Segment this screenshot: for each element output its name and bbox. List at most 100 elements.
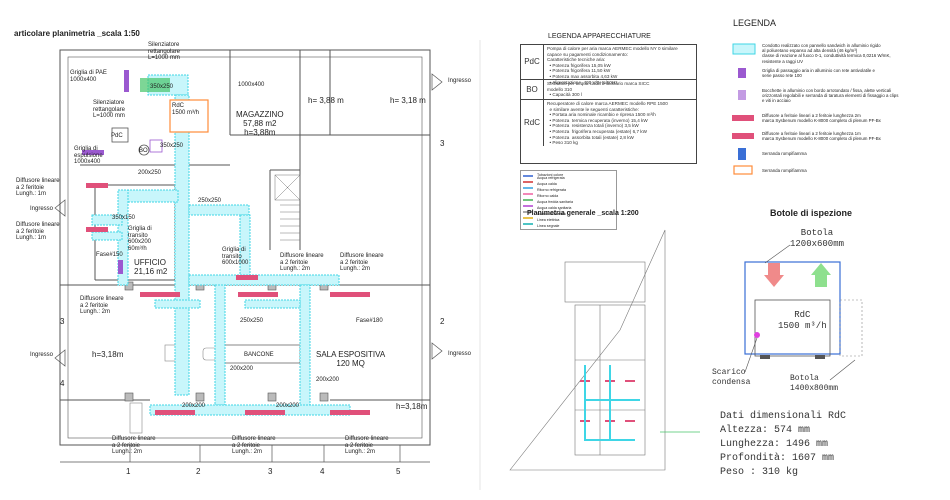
diffusers: [86, 183, 370, 415]
label-duct-250x250-r: 250x250: [198, 198, 222, 204]
table-row: PdC Pompa di calore per aria marca AERME…: [521, 45, 696, 85]
mini-legend: Tubazioni colore Acqua refrigerata Acqua…: [520, 170, 617, 230]
label-duct-200x200-b: 200x200: [316, 377, 340, 383]
legenda-title: LEGENDA: [733, 18, 777, 28]
mini-legend-lines: [523, 175, 533, 225]
label-sala: SALA ESPOSITIVA 120 MQ: [316, 350, 386, 368]
label-fase180: Fase#180: [356, 318, 383, 324]
grilles: [82, 70, 129, 274]
staircase: [274, 174, 301, 241]
label-diffusore-r: Diffusore lineare a 2 feritoie Lungh.: 2…: [340, 253, 384, 272]
botola-bottom-label: Botola 1400x800mm: [790, 374, 839, 393]
row-desc: Pompa di calore per aria marca AERMEC mo…: [547, 46, 678, 85]
label-griglia-pae: Griglia di PAE 1000x400: [70, 70, 107, 83]
label-duct-250x250-b: 250x250: [240, 318, 264, 324]
botole-title: Botole di ispezione: [770, 208, 853, 218]
label-griglia-transito-left: Griglia di transito 600x200 60m³/h: [128, 226, 152, 252]
label-magazzino: MAGAZZINO 57,88 m2 h=3,88m: [236, 110, 284, 137]
label-rdc-plan: RdC 1500 m³/h: [172, 103, 200, 116]
label-bancone: BANCONE: [244, 352, 274, 358]
row-code: PdC: [521, 45, 544, 79]
plan-title: articolare planimetria _scala 1:50: [14, 29, 140, 38]
mini-legend-item: Ritorno calda: [537, 194, 559, 198]
legenda-item: Serranda rompifiamma: [762, 151, 807, 156]
mini-legend-item: Ritorno refrigerata: [537, 188, 566, 192]
dati-altezza: Altezza: 574 mm: [720, 425, 811, 436]
label-griglia-espulsione: Griglia di espulsione 1000x400: [74, 146, 103, 165]
label-ingresso-right2: Ingresso: [448, 351, 472, 357]
label-silenziatore-left: Silenziatore rettangolare L=1000 mm: [93, 100, 126, 119]
axis-label-l3: 3: [60, 317, 65, 326]
mini-legend-item: Acqua calda sanitaria: [537, 206, 572, 210]
axis-label-2: 2: [196, 467, 201, 476]
label-duct-1000x400: 1000x400: [238, 82, 265, 88]
apparecchiature-title: LEGENDA APPARECCHIATURE: [548, 33, 651, 40]
mini-legend-item: Tubazioni colore: [537, 173, 564, 177]
label-duct-200x200-c: 200x200: [182, 403, 206, 409]
axis-label-l4: 4: [60, 379, 65, 388]
label-diffusore-b1: Diffusore lineare a 2 feritoie Lungh.: 2…: [112, 436, 156, 455]
label-bo: BO: [139, 148, 148, 154]
botole-rdc-label: RdC 1500 m³/h: [778, 310, 827, 331]
axis-label-1: 1: [126, 467, 131, 476]
label-duct-350x250-mid: 350x250: [160, 143, 184, 149]
label-duct-350x250-top: 350x250: [150, 84, 174, 90]
row-code: BO: [521, 80, 544, 100]
axis-label-4: 4: [320, 467, 325, 476]
label-h388: h= 3,88 m: [308, 96, 344, 105]
label-duct-200x200-d: 200x200: [276, 403, 300, 409]
row-desc: Serbatoio per acqua calda a sanitario ma…: [547, 81, 650, 98]
row-code: RdC: [521, 100, 544, 146]
botole-diagram: [744, 244, 863, 381]
scarico-label: Scarico condensa: [712, 368, 751, 387]
mini-legend-item: Acqua calda: [537, 182, 557, 186]
legenda-item: Diffusore a feritoie lineari a 2 feritoi…: [762, 113, 881, 124]
generale-plan: [509, 229, 666, 471]
label-diffusore-b3: Diffusore lineare a 2 feritoie Lungh.: 2…: [345, 436, 389, 455]
mini-legend-item: Acqua refrigerata: [537, 176, 565, 180]
label-duct-200x200-a: 200x200: [230, 366, 254, 372]
label-ufficio: UFFICIO 21,16 m2: [134, 258, 168, 276]
label-h318-left: h=3,18m: [92, 350, 124, 359]
row-desc: Recuperatore di calore marca AERMEC mode…: [547, 101, 668, 146]
dati-title: Dati dimensionali RdC: [720, 411, 847, 422]
generale-title: Planimetria generale _scala 1:200: [527, 210, 639, 217]
label-diffusore-left2: Diffusore lineare a 2 feritoie Lungh.: 1…: [16, 222, 60, 241]
plan-columns: [124, 281, 329, 402]
mini-legend-item: Linea elettrica: [537, 218, 560, 222]
generale-ducts: [584, 365, 640, 441]
label-griglia-transito-mid: Griglia di transito 600x1000: [222, 247, 249, 266]
botola-top-label: Botola 1200x600mm: [790, 228, 845, 249]
label-duct-200x250: 200x250: [138, 170, 162, 176]
legenda-item: Diffusore a feritoie lineari a 2 feritoi…: [762, 131, 881, 142]
label-pdc: PdC: [111, 133, 123, 139]
label-diffusore-ufficio: Diffusore lineare a 2 feritoie Lungh.: 2…: [80, 296, 124, 315]
dati-lunghezza: Lunghezza: 1496 mm: [720, 439, 829, 450]
furniture: [129, 344, 218, 434]
label-diffusore-mid: Diffusore lineare a 2 feritoie Lungh.: 2…: [280, 253, 324, 272]
dati-profondita: Profondità: 1607 mm: [720, 453, 835, 464]
legenda-item: Griglia di passaggio aria in alluminio c…: [762, 68, 875, 79]
axis-label-r2: 2: [440, 317, 445, 326]
legenda-item: Serranda rompifiamma: [762, 168, 807, 173]
axis-label-3: 3: [268, 467, 273, 476]
label-fase150: Fase#150: [96, 252, 123, 258]
label-duct-350x150: 350x150: [112, 215, 136, 221]
legenda-item: Condotto realizzato con pannello sandwic…: [762, 43, 891, 64]
mini-legend-item: Scarico condensa: [537, 212, 566, 216]
axis-label-r3: 3: [440, 139, 445, 148]
legend-icons: [732, 43, 756, 175]
label-diffusore-left1: Diffusore lineare a 2 feritoie Lungh.: 1…: [16, 178, 60, 197]
mini-legend-item: Linea segnale: [537, 224, 560, 228]
label-silenziatore-top: Silenziatore rettangolare L=1000 mm: [148, 42, 181, 61]
label-ingresso-left2: Ingresso: [30, 352, 54, 358]
mini-legend-item: Acqua fredda sanitaria: [537, 200, 573, 204]
legenda-item: Bocchette in alluminio con bordo arroton…: [762, 88, 899, 104]
label-ingresso-left: Ingresso: [30, 206, 54, 212]
table-row: BO Serbatoio per acqua calda a sanitario…: [521, 79, 696, 100]
equipment: [111, 78, 209, 156]
label-diffusore-b2: Diffusore lineare a 2 feritoie Lungh.: 2…: [232, 436, 276, 455]
axis-markers: [54, 73, 443, 463]
label-h318-top: h= 3,18 m: [390, 96, 426, 105]
